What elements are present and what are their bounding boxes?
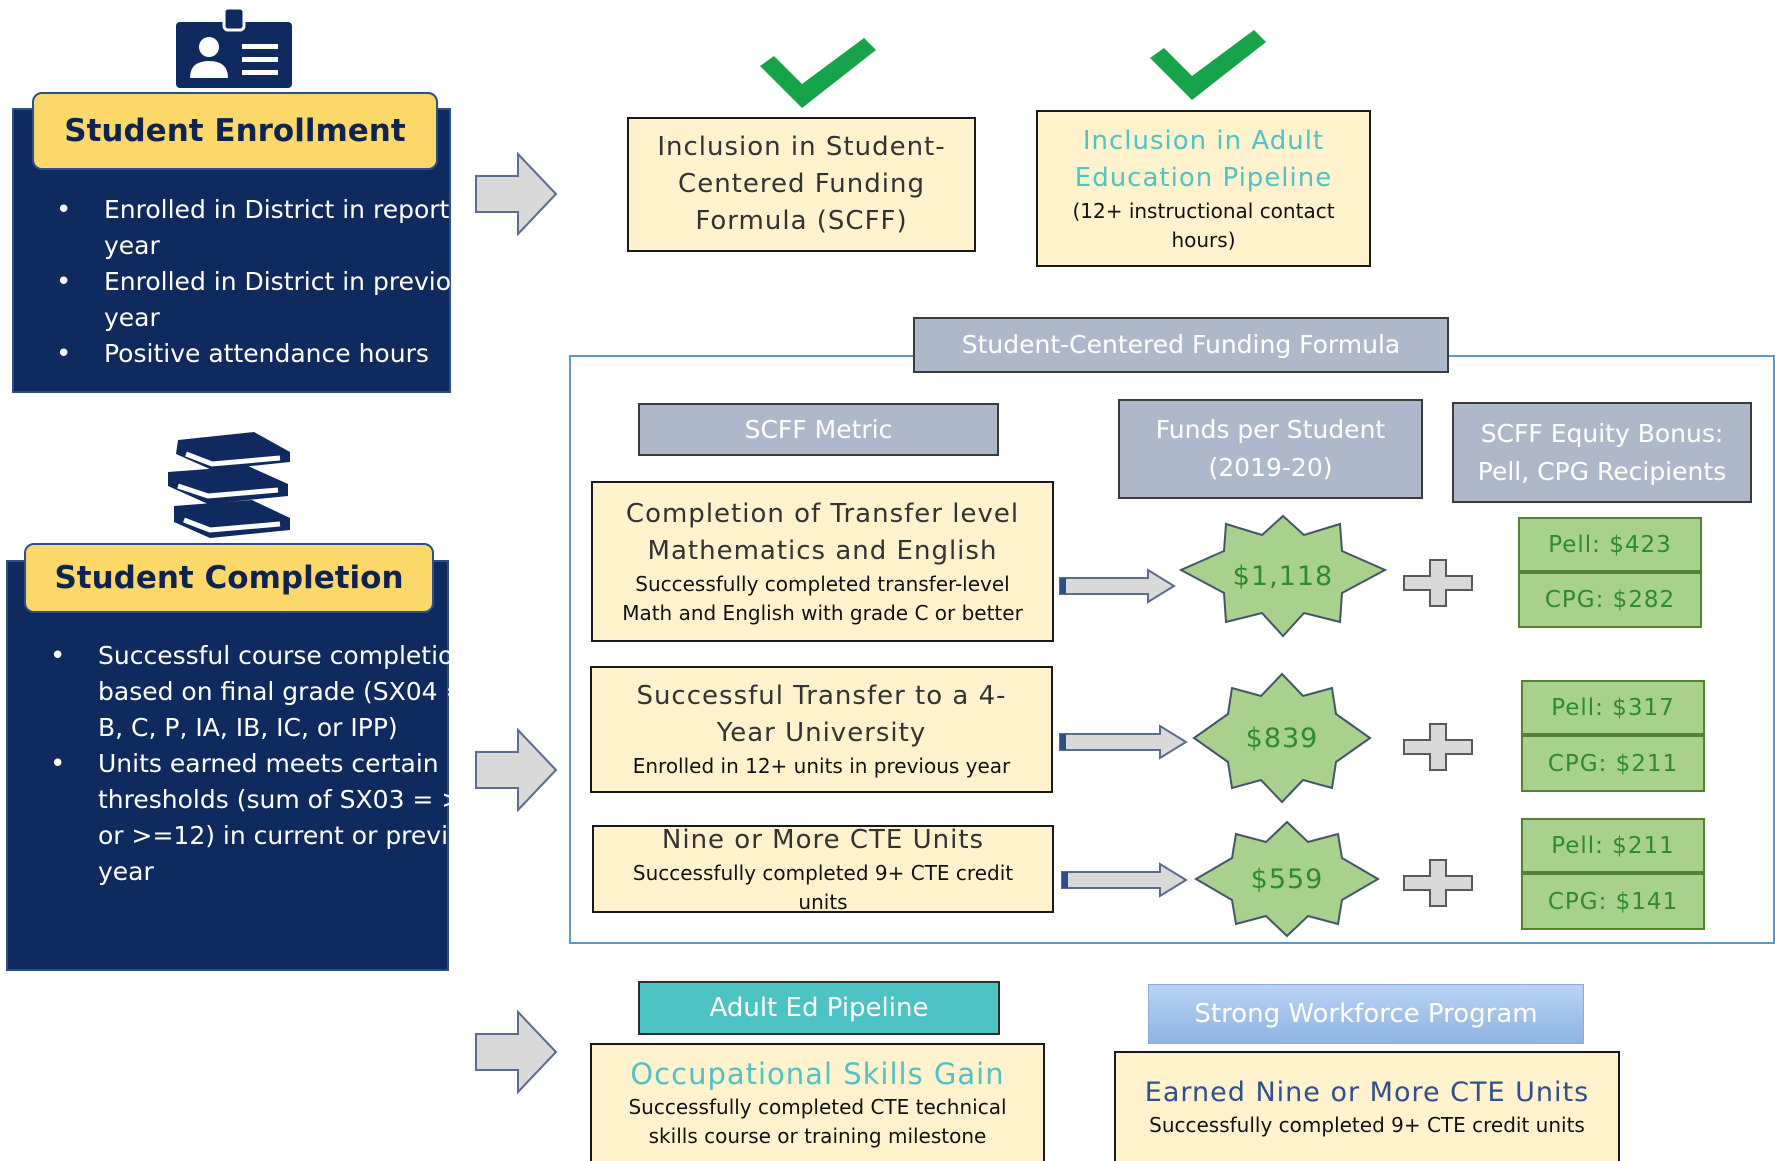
books-icon: [168, 432, 290, 538]
scff-metric-row: Completion of Transfer level Mathematics…: [591, 481, 1054, 642]
adult-ed-title: Occupational Skills Gain: [630, 1056, 1005, 1091]
cpg-bonus: CPG: $282: [1518, 572, 1702, 628]
inclusion-adult-box: Inclusion in Adult Education Pipeline (1…: [1036, 110, 1371, 267]
plus-icon: [1403, 859, 1473, 907]
arrow-right-icon: [1061, 862, 1188, 898]
pell-bonus: Pell: $211: [1521, 818, 1705, 873]
checkmark-icon: [1150, 30, 1266, 100]
enrollment-bullet: Positive attendance hours: [56, 336, 524, 372]
funds-amount: $1,118: [1232, 560, 1334, 592]
workforce-title: Earned Nine or More CTE Units: [1144, 1077, 1590, 1108]
workforce-header: Strong Workforce Program: [1148, 984, 1584, 1044]
plus-icon: [1403, 723, 1473, 771]
funds-badge: $839: [1192, 672, 1372, 804]
metric-description: Successfully completed transfer-level Ma…: [622, 571, 1023, 625]
scff-metric-row: Nine or More CTE Units Successfully comp…: [592, 824, 1054, 914]
scff-metric-row: Successful Transfer to a 4-Year Universi…: [590, 666, 1053, 793]
star-shape: [1178, 514, 1388, 638]
funds-per-student-header: Funds per Student (2019-20): [1118, 399, 1423, 499]
inclusion-scff-box: Inclusion in Student-Centered Funding Fo…: [627, 117, 976, 252]
cpg-bonus: CPG: $211: [1521, 735, 1705, 792]
star-shape: [1192, 672, 1372, 804]
enrollment-bullet: Enrolled in District in previous year: [56, 264, 524, 336]
cpg-bonus: CPG: $141: [1521, 873, 1705, 930]
metric-description: Successfully completed 9+ CTE credit uni…: [632, 860, 1014, 914]
completion-bullet: Units earned meets certain thresholds (s…: [50, 746, 516, 890]
adult-ed-box: Occupational Skills Gain Successfully co…: [590, 1043, 1045, 1161]
funds-amount: $559: [1250, 863, 1324, 895]
plus-icon: [1403, 559, 1473, 607]
star-shape: [1194, 820, 1380, 938]
scff-panel-title: Student-Centered Funding Formula: [913, 317, 1449, 373]
completion-bullets: Successful course completion based on fi…: [8, 638, 516, 890]
enrollment-title: Student Enrollment: [32, 92, 438, 170]
funds-badge: $1,118: [1178, 514, 1388, 638]
metric-title: Completion of Transfer level Mathematics…: [625, 498, 1020, 566]
funds-amount: $839: [1245, 722, 1319, 754]
workforce-box: Earned Nine or More CTE Units Successful…: [1114, 1051, 1620, 1161]
arrow-right-icon: [475, 727, 558, 813]
checkmark-icon: [760, 38, 876, 108]
pell-bonus: Pell: $423: [1518, 517, 1702, 572]
metric-title: Successful Transfer to a 4-Year Universi…: [636, 681, 1007, 748]
adult-ed-header: Adult Ed Pipeline: [638, 981, 1000, 1035]
funds-badge: $559: [1194, 820, 1380, 938]
inclusion-adult-subtitle: (12+ instructional contact hours): [1072, 198, 1335, 252]
arrow-right-icon: [1059, 568, 1176, 604]
arrow-right-icon: [475, 1009, 558, 1095]
adult-ed-description: Successfully completed CTE technical ski…: [628, 1094, 1007, 1148]
workforce-description: Successfully completed 9+ CTE credit uni…: [1149, 1113, 1585, 1137]
completion-title: Student Completion: [24, 543, 434, 613]
metric-description: Enrolled in 12+ units in previous year: [632, 754, 1011, 778]
arrow-right-icon: [1059, 724, 1188, 760]
scff-metric-header: SCFF Metric: [638, 403, 999, 456]
id-badge-icon: [176, 6, 292, 88]
enrollment-bullet: Enrolled in District in reporting year: [56, 192, 524, 264]
pell-bonus: Pell: $317: [1521, 680, 1705, 735]
enrollment-bullets: Enrolled in District in reporting year E…: [14, 192, 524, 372]
metric-title: Nine or More CTE Units: [661, 824, 985, 855]
arrow-right-icon: [475, 151, 558, 237]
equity-bonus-header: SCFF Equity Bonus: Pell, CPG Recipients: [1452, 402, 1752, 503]
completion-bullet: Successful course completion based on fi…: [50, 638, 516, 746]
inclusion-adult-title: Inclusion in Adult Education Pipeline: [1074, 125, 1333, 193]
completion-panel: Successful course completion based on fi…: [6, 560, 499, 971]
inclusion-scff-title: Inclusion in Student-Centered Funding Fo…: [657, 132, 946, 236]
